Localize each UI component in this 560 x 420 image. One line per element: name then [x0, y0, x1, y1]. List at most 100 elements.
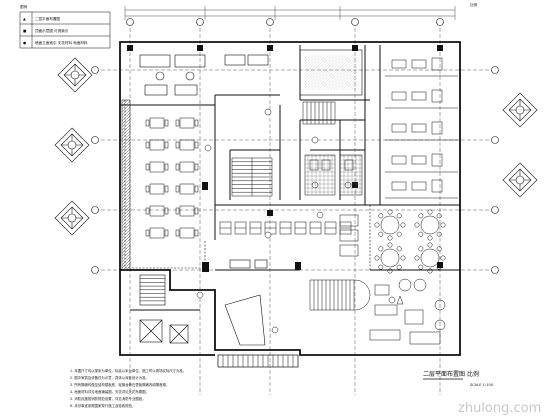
chair: [436, 264, 442, 270]
chair: [387, 242, 393, 248]
chair: [396, 246, 402, 252]
chair: [194, 229, 199, 237]
table: [149, 205, 165, 217]
upper-stair: [302, 101, 336, 125]
grid-bubbles-top: [126, 18, 444, 26]
chair: [164, 119, 169, 127]
table: [149, 117, 165, 129]
chair: [378, 231, 384, 237]
chair: [175, 141, 180, 149]
table: [179, 117, 195, 129]
chair: [418, 213, 424, 219]
sofa: [391, 91, 407, 101]
table: [179, 205, 195, 217]
chair: [387, 235, 393, 241]
sofa: [391, 155, 407, 165]
chair: [145, 185, 150, 193]
sofa: [431, 179, 443, 193]
chair: [164, 185, 169, 193]
elevation-marker: [54, 127, 90, 163]
sofa: [431, 121, 443, 135]
columns: [127, 45, 443, 272]
legend-row-2-text: 墙面立面索引 天花材料 地面材料: [35, 40, 88, 45]
chair: [145, 119, 150, 127]
sofa: [411, 155, 427, 165]
chair: [164, 207, 169, 215]
chair: [194, 119, 199, 127]
table: [149, 183, 165, 195]
round-table: [420, 215, 440, 235]
interior-walls: [120, 45, 460, 311]
chair: [387, 209, 393, 215]
lift-core: [139, 274, 189, 344]
kitchen-hatch: [305, 55, 357, 90]
chair: [374, 255, 380, 261]
sofa: [411, 181, 427, 191]
table: [179, 183, 195, 195]
elevation-markers-left: [54, 57, 93, 236]
chair: [414, 222, 420, 228]
chair: [378, 246, 384, 252]
chair: [427, 242, 433, 248]
dimension-lines-top: [124, 6, 456, 20]
elevation-marker: [502, 92, 538, 128]
outer-walls: [119, 41, 461, 356]
kitchen-room: [299, 49, 363, 96]
sofa: [431, 57, 443, 71]
chair: [175, 207, 180, 215]
booth: [339, 229, 359, 242]
chair: [440, 255, 446, 261]
legend-row-2-id: ●: [23, 41, 26, 45]
chair: [418, 246, 424, 252]
chair: [400, 255, 406, 261]
chair: [418, 231, 424, 237]
chair: [436, 213, 442, 219]
chair: [396, 264, 402, 270]
chair: [436, 246, 442, 252]
chair: [145, 207, 150, 215]
drawing-scale: 比例: [467, 370, 479, 378]
chair: [194, 185, 199, 193]
sofa: [391, 123, 407, 133]
booth-row-middle: [219, 214, 359, 257]
grid-axes-side: [95, 69, 495, 271]
lounge-area: [369, 278, 446, 345]
grid-axes-top: [129, 22, 441, 395]
office-area: [139, 54, 269, 96]
note-5: 6. 未尽事宜参照国家现行施工及验收规范。: [70, 403, 135, 408]
dashed-boundary: [124, 100, 206, 269]
chair: [418, 264, 424, 270]
chair: [400, 222, 406, 228]
sofa: [411, 59, 427, 69]
entrance: [217, 354, 299, 368]
chair: [164, 229, 169, 237]
chair: [145, 141, 150, 149]
notes-block: 1. 本图尺寸均以毫米为单位，标高以米为单位，施工时以现场实际尺寸为准。 2. …: [70, 368, 186, 408]
round-table: [420, 248, 440, 268]
note-4: 5. 消防设施按消防规范设置，详见消防专业图纸。: [70, 396, 146, 401]
chair: [164, 141, 169, 149]
round-table: [380, 215, 400, 235]
elevation-marker: [502, 162, 538, 198]
watermark: zhulong.com: [458, 401, 541, 416]
chair: [440, 222, 446, 228]
chair: [194, 163, 199, 171]
chair: [194, 141, 199, 149]
chair: [396, 213, 402, 219]
table: [179, 161, 195, 173]
dining-tables-left: [145, 117, 199, 239]
table: [149, 161, 165, 173]
chair: [396, 231, 402, 237]
sofa: [391, 59, 407, 69]
title-block: 二层平面布置图 比例 SCALE 1:100: [423, 370, 494, 387]
chair: [427, 209, 433, 215]
chair: [427, 268, 433, 274]
chair: [164, 163, 169, 171]
sofa: [431, 89, 443, 103]
chair: [175, 185, 180, 193]
chair: [175, 229, 180, 237]
chair: [414, 255, 420, 261]
note-0: 1. 本图尺寸均以毫米为单位，标高以米为单位，施工时以现场实际尺寸为准。: [70, 368, 186, 373]
